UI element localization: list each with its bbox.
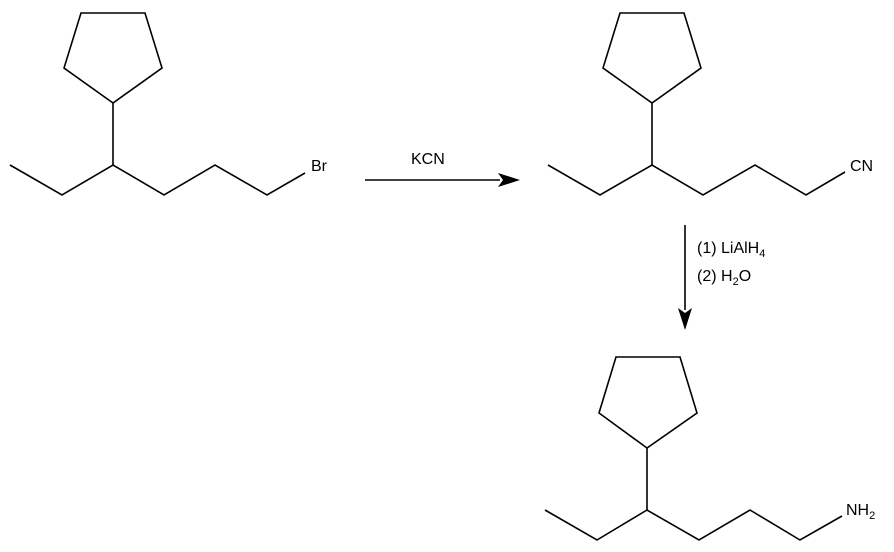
reagent-water: (2) H2O	[697, 268, 751, 288]
amine-label: NH2	[846, 502, 875, 522]
arrowhead-down-icon	[678, 308, 692, 330]
nitrile-label: CN	[850, 158, 873, 175]
reagent-kcn: KCN	[411, 151, 445, 168]
arrowhead-right-icon	[498, 173, 520, 187]
product-amine: NH2	[544, 356, 875, 541]
reagent-lialh4: (1) LiAlH4	[697, 240, 765, 260]
reaction-arrow-step2: (1) LiAlH4 (2) H2O	[678, 225, 765, 330]
cyclopentane-ring	[598, 356, 698, 449]
carbon-skeleton	[547, 164, 846, 196]
bromine-label: Br	[311, 158, 328, 175]
cyclopentane-ring	[602, 12, 702, 104]
starting-material: Br	[9, 12, 328, 196]
carbon-skeleton	[9, 164, 306, 196]
intermediate-nitrile: CN	[547, 12, 873, 196]
cyclopentane-ring	[63, 12, 163, 104]
reaction-arrow-step1: KCN	[365, 151, 520, 187]
carbon-skeleton	[544, 509, 843, 541]
